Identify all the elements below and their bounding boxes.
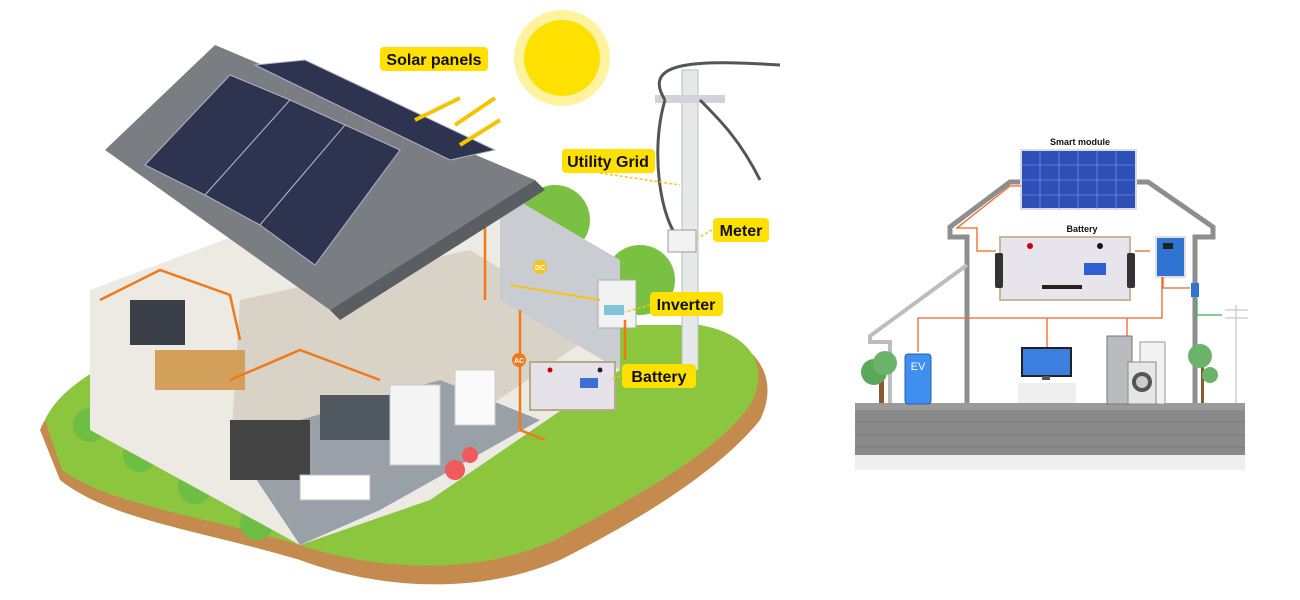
solar-panel-array (144, 59, 497, 266)
label-text: Meter (720, 223, 763, 240)
flower (445, 460, 465, 480)
ev-label: EV (911, 361, 926, 373)
label-text: Battery (631, 369, 686, 386)
tree-right (1188, 344, 1218, 403)
ac-badge-text: AC (514, 358, 524, 365)
label-utility-grid: Utility Grid (562, 149, 655, 173)
tree-left (861, 351, 897, 403)
right-house-diagram: Smart module Battery (855, 137, 1248, 470)
label-text: Solar panels (386, 52, 481, 69)
house-outline (947, 179, 1216, 403)
meter-device (667, 229, 697, 253)
meter-unit (1191, 283, 1199, 297)
label-inverter: Inverter (650, 292, 723, 316)
dc-badge-text: DC (535, 265, 545, 272)
smart-module-panel (1020, 149, 1137, 210)
inverter-device (597, 279, 637, 329)
power-wires (917, 185, 1190, 352)
ac-badge: AC (512, 353, 526, 367)
tv-icon (1018, 347, 1076, 403)
sun-icon (514, 10, 610, 106)
grid-wire (1196, 300, 1222, 316)
stone-wall (855, 410, 1245, 455)
ev-charger: EV (904, 353, 932, 405)
sun-rays (414, 96, 502, 147)
battery-device (529, 361, 616, 411)
battery-unit (995, 236, 1135, 301)
label-text: Inverter (657, 297, 716, 314)
battery-label: Battery (1066, 224, 1097, 234)
inverter-unit (1155, 236, 1186, 278)
utility-pole (681, 69, 699, 371)
dc-badge: DC (533, 260, 547, 274)
label-meter: Meter (713, 218, 769, 242)
label-battery: Battery (622, 364, 696, 388)
left-house-diagram: DC AC Solar panels Utility Grid Meter In… (40, 10, 781, 585)
label-text: Utility Grid (567, 154, 649, 171)
grid-pole-icon (1225, 305, 1248, 403)
smart-module-label: Smart module (1050, 137, 1110, 147)
home-appliances-icon (1106, 335, 1166, 405)
label-solar-panels: Solar panels (380, 47, 488, 71)
